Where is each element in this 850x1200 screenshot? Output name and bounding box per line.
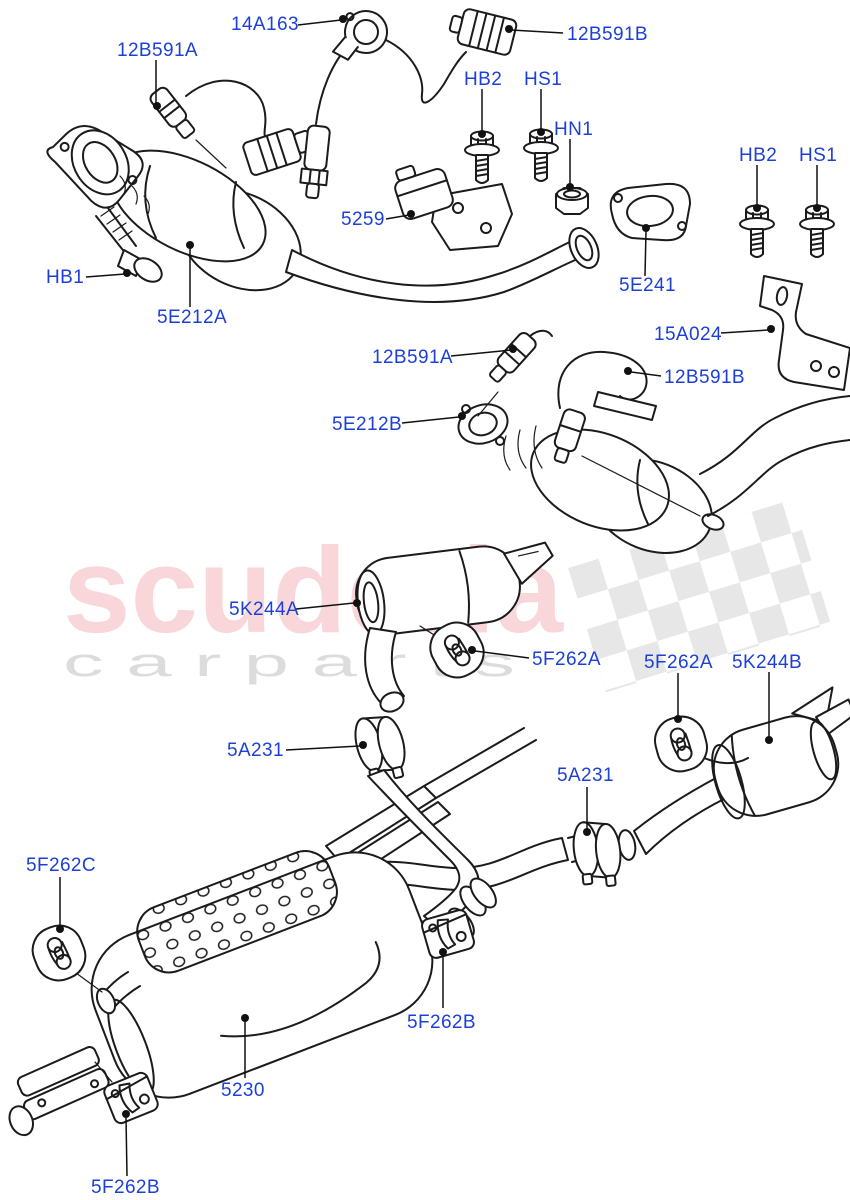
callout-14A163: 14A163 (231, 14, 299, 35)
callout-HB2-1: HB2 (464, 69, 503, 90)
callout-5K244A: 5K244A (229, 599, 300, 620)
oxygen-sensor-12b591a-front-drawing (149, 79, 314, 176)
callout-5F262B-2: 5F262B (91, 1177, 160, 1198)
sensor-bracket-5259-drawing (394, 164, 513, 251)
callout-5E212B: 5E212B (332, 414, 403, 435)
callout-HB2-2: HB2 (739, 145, 778, 166)
bolt-hs1-right-drawing (799, 204, 835, 258)
callout-5F262B-1: 5F262B (407, 1012, 476, 1033)
callout-5230: 5230 (221, 1080, 265, 1101)
watermark-checkered-flag (568, 499, 831, 693)
bolt-hb1-drawing (95, 206, 163, 283)
callout-5A231-1: 5A231 (227, 740, 284, 761)
callout-HS1-2: HS1 (799, 145, 838, 166)
callout-5E241: 5E241 (619, 275, 676, 296)
main-muffler-5230-drawing (8, 850, 434, 1137)
callout-12B591A-1: 12B591A (117, 40, 198, 61)
callout-leaders (56, 15, 821, 1177)
callout-5F262C: 5F262C (26, 855, 96, 876)
callout-5F262A-1: 5F262A (532, 649, 601, 670)
bolt-hs1-left-drawing (523, 128, 559, 182)
bolt-hb2-left-drawing (464, 130, 500, 184)
callout-12B591B-2: 12B591B (664, 367, 745, 388)
oxygen-sensor-12b591b-front-drawing (299, 8, 518, 200)
mount-bracket-15a024-drawing (759, 275, 850, 391)
callout-15A024: 15A024 (654, 324, 722, 345)
exhaust-clamp-5a231-rear-drawing (570, 817, 625, 891)
callout-5F262A-2: 5F262A (644, 652, 713, 673)
callout-HN1: HN1 (554, 119, 594, 140)
callout-5259: 5259 (341, 209, 385, 230)
nut-hn1-drawing (555, 187, 589, 215)
oxygen-sensor-12b591a-rear-drawing (477, 329, 553, 417)
pipe-clamp-14a163-drawing (331, 10, 388, 61)
callout-5E212A: 5E212A (157, 307, 228, 328)
callout-12B591B-1: 12B591B (567, 24, 648, 45)
callout-HB1: HB1 (46, 267, 85, 288)
rear-muffler-5k244b-drawing (699, 686, 850, 820)
bolt-hb2-right-drawing (739, 204, 775, 258)
callout-5A231-2: 5A231 (557, 765, 614, 786)
exhaust-gasket-5e241-drawing (609, 182, 691, 242)
rear-pipe-drawing (617, 777, 727, 861)
front-catalytic-converter-drawing (46, 125, 600, 303)
oxygen-sensor-12b591b-rear-drawing (553, 350, 701, 517)
callout-12B591A-2: 12B591A (372, 347, 453, 368)
callout-5K244B: 5K244B (732, 652, 803, 673)
callout-HS1-1: HS1 (524, 69, 563, 90)
